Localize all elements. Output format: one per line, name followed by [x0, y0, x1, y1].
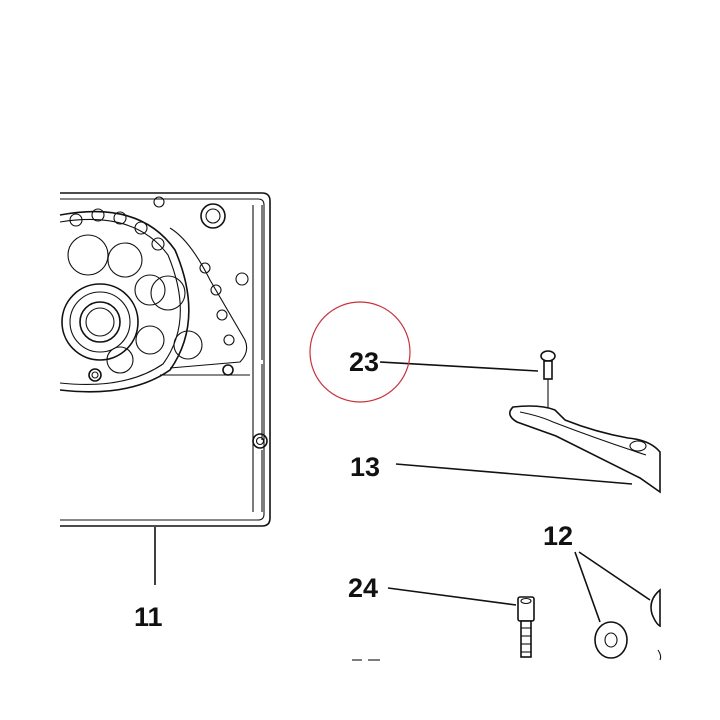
washers-part-12: [574, 551, 662, 661]
callout-13: 13: [350, 452, 380, 482]
screw-part-23: [379, 350, 556, 413]
cover-plate-part-11: [59, 192, 271, 585]
stud-bolt-part-24: [387, 587, 535, 658]
callout-11: 11: [134, 602, 163, 632]
callout-23-highlight-circle: [309, 301, 411, 403]
callout-23: 23: [349, 347, 379, 377]
callout-12: 12: [543, 521, 573, 551]
lever-arm-part-13: [395, 405, 661, 494]
callout-24: 24: [348, 573, 378, 603]
